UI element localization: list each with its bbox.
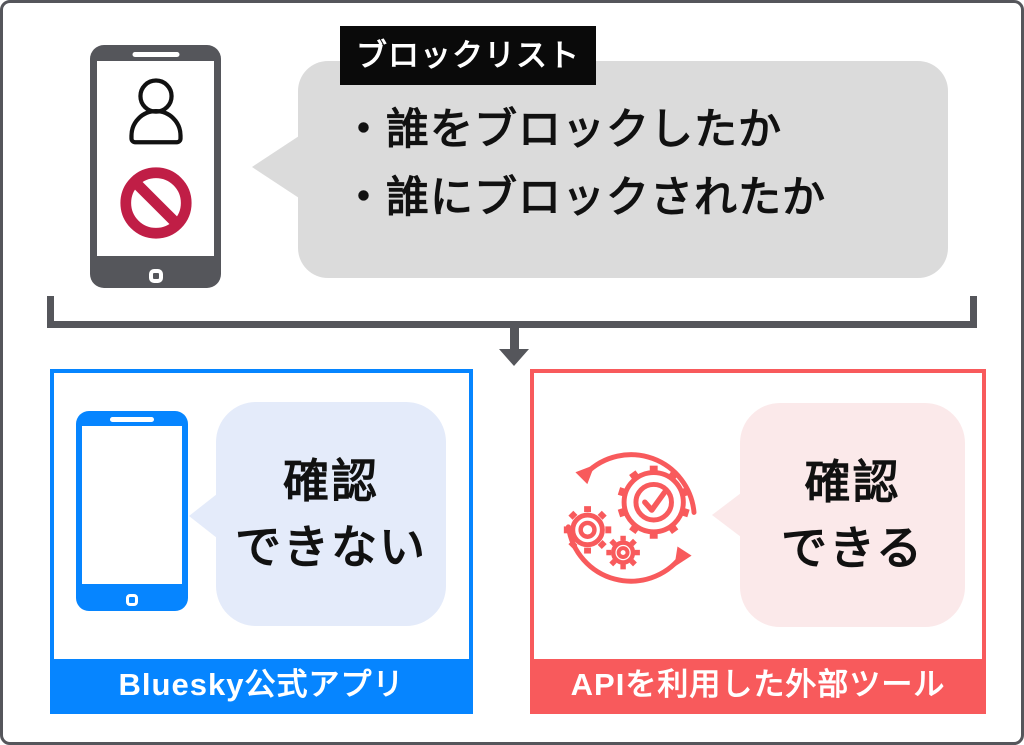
api-tool-box: 確認 できる APIを利用した外部ツール bbox=[530, 369, 986, 714]
phone-screen bbox=[97, 61, 214, 256]
bracket-bar bbox=[47, 321, 977, 328]
cannot-confirm-bubble: 確認 できない bbox=[189, 402, 446, 626]
api-gears-cycle-icon bbox=[563, 452, 697, 584]
bullet-item: ・誰にブロックされたか bbox=[342, 174, 826, 222]
smartphone-icon bbox=[76, 411, 188, 611]
bubble-text-line: 確認 bbox=[804, 456, 901, 508]
api-tool-caption: APIを利用した外部ツール bbox=[534, 659, 982, 710]
blocklist-speech-bubble: ブロックリスト ・誰をブロックしたか ・誰にブロックされたか bbox=[252, 26, 948, 278]
blocklist-label: ブロックリスト bbox=[340, 26, 596, 85]
phone-home-button bbox=[126, 594, 138, 606]
bubble-text-line: できない bbox=[235, 521, 427, 573]
down-arrow-stem bbox=[510, 328, 519, 350]
block-prohibition-icon bbox=[119, 166, 192, 239]
bluesky-app-caption: Bluesky公式アプリ bbox=[54, 659, 469, 710]
bracket-left-tick bbox=[47, 296, 54, 328]
speech-bubble-tail bbox=[189, 494, 217, 538]
phone-screen bbox=[82, 426, 182, 584]
speech-bubble-tail bbox=[712, 493, 741, 537]
phone-speaker-bar bbox=[110, 417, 154, 422]
smartphone-icon bbox=[90, 45, 221, 288]
bubble-text-line: 確認 bbox=[283, 455, 379, 507]
user-icon bbox=[128, 77, 183, 144]
down-arrow-icon bbox=[499, 349, 529, 366]
can-confirm-bubble: 確認 できる bbox=[712, 403, 965, 627]
bubble-text-line: できる bbox=[780, 522, 925, 574]
bluesky-app-box: 確認 できない Bluesky公式アプリ bbox=[50, 369, 473, 714]
bracket-right-tick bbox=[970, 296, 977, 328]
phone-home-button bbox=[148, 269, 163, 283]
speech-bubble-tail bbox=[252, 136, 299, 198]
phone-speaker-bar bbox=[132, 52, 179, 57]
bullet-item: ・誰をブロックしたか bbox=[342, 106, 782, 154]
